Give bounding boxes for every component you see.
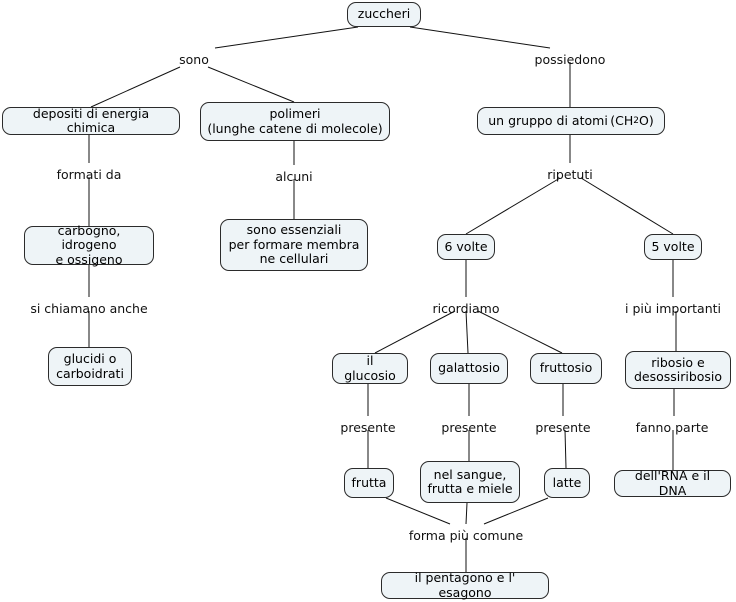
node-glucidi[interactable]: glucidi o carboidrati: [48, 347, 132, 386]
node-galattosio[interactable]: galattosio: [430, 353, 508, 384]
edge-ricordiamo-galattosio: [465, 310, 469, 354]
link-label-presente_1: presente: [340, 420, 396, 435]
edge-sono-depositi: [90, 66, 181, 108]
edge-zuccheri-sono: [214, 26, 359, 49]
link-label-fanno_parte: fanno parte: [635, 420, 709, 435]
node-depositi[interactable]: depositi di energia chimica: [2, 106, 180, 135]
link-label-si_chiamano_anche: si chiamano anche: [30, 301, 148, 316]
edge-zuccheri-possiedono: [409, 26, 551, 49]
node-ribosio[interactable]: ribosio e desossiribosio: [625, 351, 731, 389]
edge-ricordiamo-glucosio: [374, 310, 456, 354]
link-label-i_piu_importanti: i più importanti: [625, 301, 721, 316]
link-label-formati_da: formati da: [56, 167, 122, 182]
link-label-presente_3: presente: [535, 420, 591, 435]
link-label-ricordiamo: ricordiamo: [432, 301, 500, 316]
edge-ripetuti-cinque: [580, 177, 674, 235]
link-label-ripetuti: ripetuti: [547, 167, 593, 182]
edge-ricordiamo-fruttosio: [477, 310, 563, 354]
node-rna_dna[interactable]: dell'RNA e il DNA: [614, 468, 731, 497]
link-label-alcuni: alcuni: [275, 169, 313, 184]
edge-presente3-latte: [564, 429, 567, 469]
link-label-possiedono: possiedono: [534, 52, 606, 67]
edge-latte-forma: [483, 497, 549, 525]
edge-sono-polimeri: [207, 66, 295, 103]
node-latte[interactable]: latte: [544, 468, 590, 498]
node-glucosio[interactable]: il glucosio: [332, 353, 408, 384]
node-cinque_volte[interactable]: 5 volte: [644, 234, 702, 260]
node-sei_volte[interactable]: 6 volte: [437, 234, 495, 260]
link-label-forma_piu_comune: forma più comune: [408, 528, 524, 543]
node-essenziali[interactable]: sono essenziali per formare membra ne ce…: [220, 219, 368, 271]
node-sangue[interactable]: nel sangue, frutta e miele: [420, 461, 520, 503]
node-carbogno[interactable]: carbogno, idrogeno e ossigeno: [24, 223, 154, 267]
node-frutta[interactable]: frutta: [344, 468, 394, 498]
node-fruttosio[interactable]: fruttosio: [530, 353, 602, 384]
edge-sangue-forma: [465, 502, 468, 525]
edge-ripetuti-sei: [465, 177, 561, 235]
node-polimeri[interactable]: polimeri (lunghe catene di molecole): [200, 102, 390, 141]
node-pentagono[interactable]: il pentagono e l' esagono: [381, 570, 549, 599]
edge-frutta-forma: [385, 497, 451, 525]
link-label-sono: sono: [179, 52, 209, 67]
link-label-presente_2: presente: [441, 420, 497, 435]
node-zuccheri[interactable]: zuccheri: [347, 2, 421, 27]
